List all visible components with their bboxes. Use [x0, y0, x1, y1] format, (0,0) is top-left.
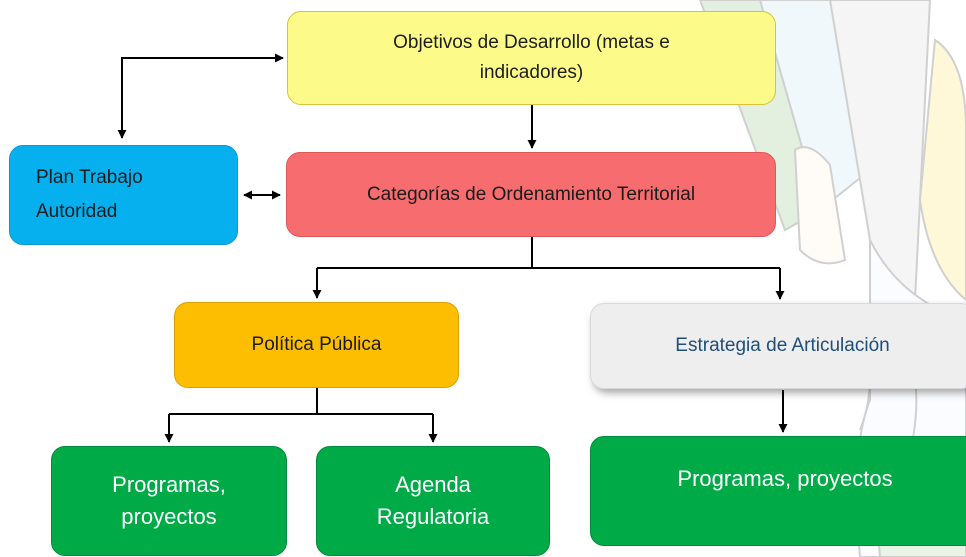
node-programas-proyectos-1: Programas, proyectos	[51, 446, 287, 556]
node-categorias-ordenamiento: Categorías de Ordenamiento Territorial	[286, 152, 776, 237]
edge-objetivos-plan	[117, 53, 284, 139]
node-politica-label: Política Pública	[251, 334, 382, 355]
node-politica-publica: Política Pública	[174, 302, 459, 388]
node-programas-proyectos-2: Programas, proyectos	[590, 436, 966, 546]
node-programas-1-label: Programas, proyectos	[112, 472, 226, 529]
node-objetivos-label: Objetivos de Desarrollo (metas e indicad…	[393, 32, 670, 83]
edge-politica-split	[169, 388, 433, 415]
node-estrategia-label: Estrategia de Articulación	[675, 335, 890, 356]
node-objetivos-desarrollo: Objetivos de Desarrollo (metas e indicad…	[287, 11, 776, 105]
node-plan-trabajo: Plan Trabajo Autoridad	[9, 145, 238, 245]
node-estrategia-articulacion: Estrategia de Articulación	[590, 303, 966, 389]
edge-categorias-split	[317, 237, 780, 269]
node-agenda-label: Agenda Regulatoria	[376, 472, 490, 529]
node-programas-2-label: Programas, proyectos	[677, 466, 893, 491]
node-categorias-label: Categorías de Ordenamiento Territorial	[366, 183, 696, 205]
node-agenda-regulatoria: Agenda Regulatoria	[316, 446, 550, 556]
node-plan-label: Plan Trabajo Autoridad	[36, 167, 143, 222]
